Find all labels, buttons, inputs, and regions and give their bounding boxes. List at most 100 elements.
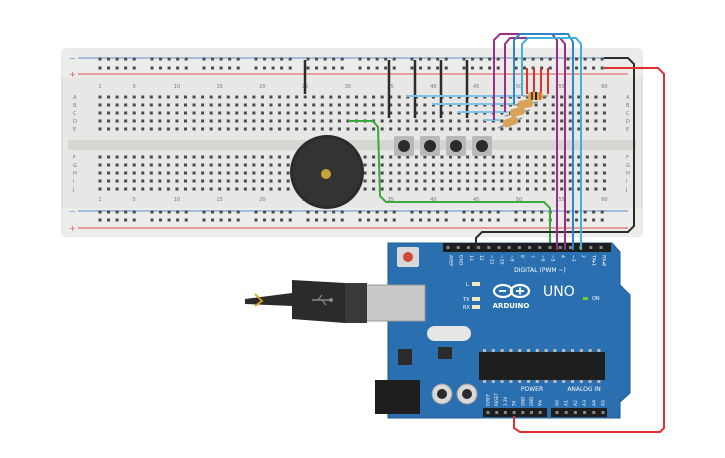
digital-pin[interactable] [477,246,481,249]
digital-pin[interactable] [599,246,603,249]
digital-pin-label: 4 [560,255,566,258]
resistor-4[interactable] [497,116,523,129]
digital-pin-label: ~9 [509,255,515,262]
analog-pin[interactable] [573,411,577,414]
digital-pin[interactable] [466,246,470,249]
power-pin-label: 3.3V [503,397,508,406]
resistor-3[interactable] [504,106,531,118]
digital-pin[interactable] [487,246,491,249]
digital-pin-label: ~3 [570,255,576,262]
power-pin-label: RESET [494,393,499,406]
power-pin[interactable] [503,411,507,414]
push-button-3[interactable] [446,136,466,156]
power-pin[interactable] [495,411,499,414]
usb-port [364,284,426,322]
power-pin-label: 5V [512,400,517,406]
analog-pin[interactable] [564,411,568,414]
usb-cable-highlight [254,293,264,307]
wire-ground[interactable] [475,57,635,250]
row-letter-right: E [626,127,629,133]
column-number-top: 55 [559,84,565,90]
row-letter-left: G [73,163,77,169]
column-number-top: 20 [259,84,265,90]
column-number-top: 10 [174,84,180,90]
brand-label: ARDUINO [493,302,530,310]
analog-pin[interactable] [592,411,596,414]
column-number-top: 40 [430,84,436,90]
digital-pin[interactable] [589,246,593,249]
analog-pin-label: A2 [573,400,579,406]
digital-pin-label: ~6 [539,255,545,262]
breadboard[interactable]: − + − + 15101520253035404550556015101520… [61,48,643,237]
column-number-bottom: 35 [388,197,394,203]
button-signal-jumpers [406,95,520,121]
usb-cable[interactable] [245,280,426,323]
model-label: UNO [543,284,575,300]
digital-pin[interactable] [528,246,532,249]
analog-pin[interactable] [601,411,605,414]
reset-button-cap [403,252,413,262]
rail-minus-label-bottom: − [69,207,76,216]
power-label: POWER [521,386,543,393]
digital-pin[interactable] [497,246,501,249]
column-number-bottom: 40 [430,197,436,203]
arduino-logo-icon [492,283,531,299]
buzzer-center [321,169,331,179]
analog-pin[interactable] [583,411,587,414]
l-led [472,282,480,286]
digital-pin[interactable] [517,246,521,249]
column-number-top: 50 [516,84,522,90]
row-letter-left: C [73,111,77,117]
crystal-oscillator [427,326,471,341]
usb-plug-collar [345,283,367,323]
wire-pin-3[interactable] [521,37,582,250]
analog-pin-label: A1 [564,400,570,406]
analog-header [551,408,607,417]
wire-buzzer-signal[interactable] [348,120,551,250]
piezo-buzzer[interactable] [290,135,364,209]
column-number-bottom: 50 [516,197,522,203]
column-number-bottom: 60 [601,197,607,203]
row-letter-right: G [626,163,630,169]
column-number-bottom: 15 [217,197,223,203]
row-letter-right: B [626,103,630,109]
digital-pin[interactable] [568,246,572,249]
row-letter-left: B [73,103,77,109]
resistor-2[interactable] [512,99,539,109]
power-pin[interactable] [538,411,542,414]
digital-pin-label: 12 [478,255,484,261]
digital-pin[interactable] [456,246,460,249]
analog-pin[interactable] [555,411,559,414]
analog-pin-label: A3 [582,400,588,406]
digital-pin[interactable] [446,246,450,249]
column-number-bottom: 20 [259,197,265,203]
push-button-4[interactable] [472,136,492,156]
digital-pin-label: 7 [529,255,535,258]
wire-pin-4[interactable] [513,33,574,250]
breadboard-column-numbers: 1510152025303540455055601510152025303540… [98,84,607,203]
push-buttons [394,136,492,156]
column-number-top: 1 [98,84,101,90]
microcontroller-chip [479,352,605,380]
resistor-1[interactable] [523,92,548,100]
digital-pin-label: GND [458,255,464,266]
digital-pin[interactable] [538,246,542,249]
power-pin[interactable] [530,411,533,414]
push-button-1[interactable] [394,136,414,156]
row-letter-left: F [73,155,76,161]
digital-pin[interactable] [507,246,511,249]
power-jack[interactable] [375,380,420,414]
power-pin[interactable] [521,411,525,414]
power-pin[interactable] [486,411,490,414]
wire-5v[interactable] [513,67,665,433]
push-button-2[interactable] [420,136,440,156]
digital-pin[interactable] [558,246,562,249]
row-letter-right: C [626,111,630,117]
digital-pin[interactable] [548,246,552,249]
digital-pin-label: ~11 [488,255,494,265]
power-pin[interactable] [512,411,516,414]
